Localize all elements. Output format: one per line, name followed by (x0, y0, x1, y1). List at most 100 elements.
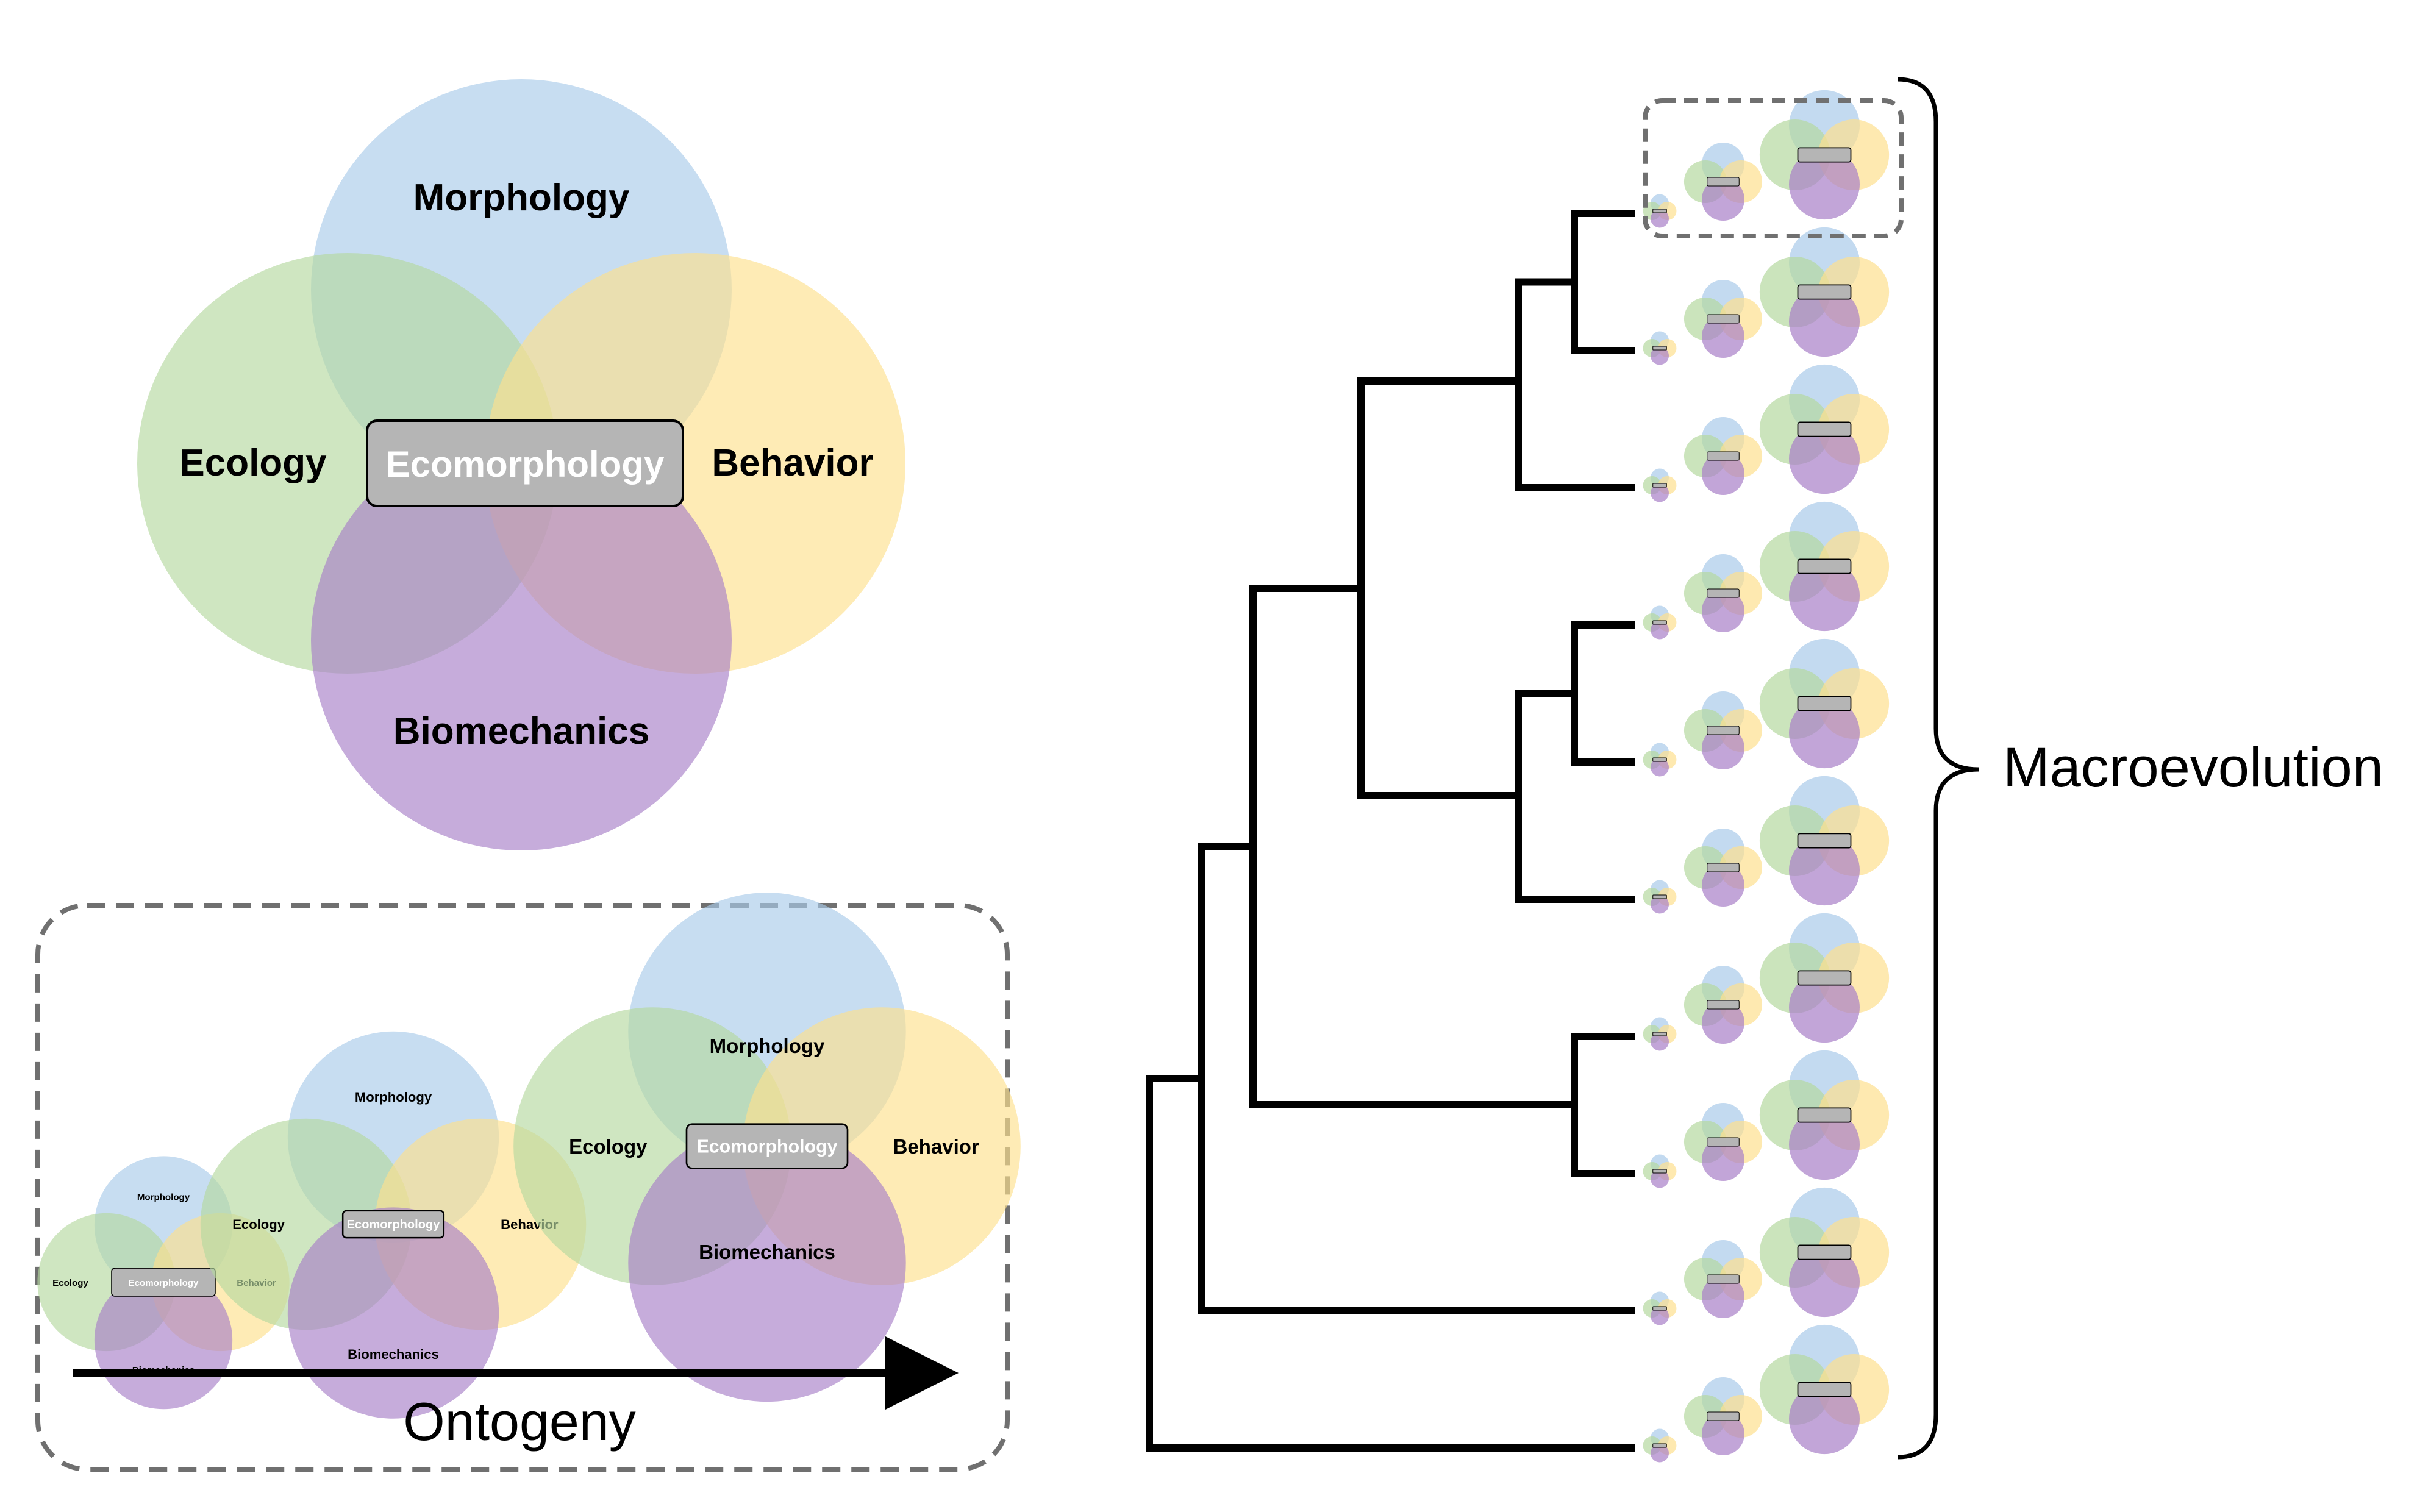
venn-circle-biomechanics (1789, 1383, 1860, 1455)
tip-venn-medium (1683, 554, 1763, 633)
venn-circle-biomechanics (311, 430, 732, 850)
ecomorphology-box (366, 419, 684, 507)
tip-venn-series (1643, 90, 1890, 228)
venn-circle-biomechanics (287, 1207, 499, 1419)
macroevolution-label: Macroevolution (2003, 736, 2383, 799)
venn-circle-biomechanics (1789, 560, 1860, 632)
tip-venn-series (1643, 776, 1890, 914)
venn-circle-biomechanics (1789, 286, 1860, 357)
venn-label-morphology: Morphology (137, 1193, 190, 1203)
venn-label-morphology: Morphology (355, 1089, 432, 1105)
tip-venn-small (1643, 1154, 1677, 1188)
venn-circle-biomechanics (1702, 864, 1744, 907)
tip-highlight-dashed-box (1643, 98, 1904, 238)
macroevolution-brace (1897, 77, 1979, 1460)
tip-venn-small (1643, 331, 1677, 365)
venn-circle-biomechanics (1702, 315, 1744, 358)
venn-label-ecology: Ecology (232, 1217, 285, 1232)
ecomorphology-box (1797, 284, 1852, 300)
ecomorphology-box (1707, 451, 1740, 461)
main-venn-diagram: Morphology Ecology Behavior Biomechanics… (137, 79, 905, 850)
venn-circle-biomechanics (1651, 346, 1669, 365)
venn-circle-biomechanics (1789, 1246, 1860, 1318)
venn-circle-biomechanics (1702, 590, 1744, 633)
venn-label-biomechanics: Biomechanics (393, 710, 649, 752)
tip-venn-small (1643, 1428, 1677, 1463)
ontogeny-label: Ontogeny (403, 1391, 636, 1452)
tip-venn-small (1643, 194, 1677, 228)
tip-venn-series (1643, 364, 1890, 502)
venn-circle-biomechanics (1702, 1275, 1744, 1319)
tip-venn-large (1759, 638, 1890, 769)
ecomorphology-box (1797, 147, 1852, 163)
tip-venn-small (1643, 468, 1677, 502)
ecomorphology-box (1797, 696, 1852, 711)
ecomorphology-box (1797, 558, 1852, 574)
tip-venn-large (1759, 1187, 1890, 1318)
tip-venn-medium (1683, 1239, 1763, 1319)
venn-label-biomechanics: Biomechanics (699, 1241, 835, 1263)
venn-circle-biomechanics (1789, 149, 1860, 220)
venn-circle-biomechanics (1702, 1138, 1744, 1182)
ecomorphology-label: Ecomorphology (696, 1137, 837, 1157)
venn-circle-biomechanics (1651, 1307, 1669, 1325)
tip-venn-medium (1683, 965, 1763, 1044)
venn-circle-biomechanics (1651, 895, 1669, 914)
tip-venn-large (1759, 1324, 1890, 1455)
tip-venn-small (1643, 605, 1677, 640)
venn-circle-biomechanics (1651, 1444, 1669, 1463)
venn-circle-biomechanics (1789, 423, 1860, 494)
ecomorphology-box (1707, 863, 1740, 872)
tip-venn-medium (1683, 828, 1763, 907)
ecomorphology-box (111, 1268, 216, 1297)
venn-circle-biomechanics (1651, 1169, 1669, 1188)
tip-venn-series (1643, 227, 1890, 365)
ecomorphology-box (1652, 620, 1667, 625)
venn-label-ecology: Ecology (569, 1135, 648, 1158)
tip-venn-series (1643, 1187, 1890, 1325)
ecomorphology-box (685, 1123, 849, 1169)
ecomorphology-box (1707, 314, 1740, 324)
ecomorphology-box (1707, 1411, 1740, 1421)
venn-label-ecology: Ecology (179, 442, 327, 484)
venn-label-morphology: Morphology (710, 1035, 825, 1057)
tip-venn-large (1759, 776, 1890, 906)
tip-venn-large (1759, 227, 1890, 357)
venn-circle-biomechanics (1651, 483, 1669, 502)
ecomorphology-box (1797, 1107, 1852, 1123)
ecomorphology-box (1707, 1274, 1740, 1284)
ecomorphology-box (341, 1210, 445, 1239)
tip-venn-large (1759, 913, 1890, 1043)
venn-circle-biomechanics (1702, 178, 1744, 221)
ecomorphology-box (1652, 757, 1667, 762)
ecomorphology-box (1652, 209, 1667, 213)
ecomorphology-box (1652, 894, 1667, 899)
venn-label-biomechanics: Biomechanics (348, 1347, 439, 1362)
tree-tips (1643, 90, 1890, 1463)
ecomorphology-box (1797, 1382, 1852, 1397)
ecomorphology-box (1797, 421, 1852, 437)
venn-circle-biomechanics (1702, 1413, 1744, 1456)
tip-venn-large (1759, 364, 1890, 494)
venn-label-morphology: Morphology (413, 177, 630, 219)
tip-venn-large (1759, 90, 1890, 220)
ecomorphology-box (1797, 833, 1852, 849)
tip-venn-small (1643, 1017, 1677, 1051)
ecomorphology-box (1707, 588, 1740, 598)
ecomorphology-box (1652, 1443, 1667, 1448)
tip-venn-medium (1683, 691, 1763, 770)
ecomorphology-box (1652, 1169, 1667, 1174)
phylogenetic-tree-structure (1146, 210, 1635, 1452)
ecomorphology-label: Ecomorphology (347, 1218, 441, 1232)
venn-label-behavior: Behavior (893, 1135, 979, 1158)
ecomorphology-box (1707, 726, 1740, 735)
ecomorphology-label: Ecomorphology (129, 1278, 199, 1288)
ecomorphology-box (1652, 1032, 1667, 1036)
ecomorphology-box (1707, 177, 1740, 187)
venn-circle-biomechanics (1702, 727, 1744, 770)
tip-venn-medium (1683, 1102, 1763, 1182)
tip-venn-medium (1683, 1377, 1763, 1456)
tip-venn-large (1759, 1050, 1890, 1180)
